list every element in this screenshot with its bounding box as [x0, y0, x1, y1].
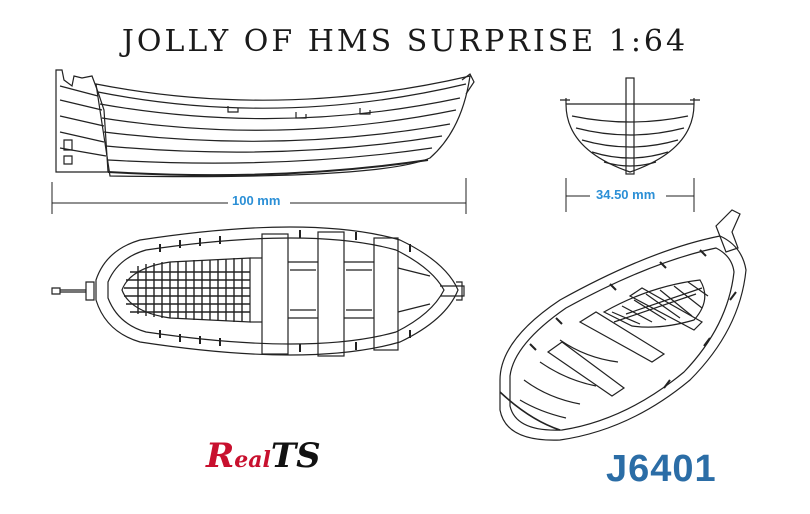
perspective-view [499, 209, 747, 441]
length-dimension-line [51, 178, 467, 214]
end-view [560, 77, 700, 175]
brand-logo: RealTS [206, 432, 346, 480]
product-code: J6401 [606, 448, 717, 490]
logo-letter-r: R [206, 436, 235, 476]
plan-grating [124, 258, 250, 322]
plan-thwarts [250, 231, 431, 357]
perspective-grating [611, 281, 709, 325]
logo-letters-eal: eal [234, 447, 271, 473]
plan-view [51, 226, 465, 356]
logo-letters-ts: TS [270, 436, 321, 476]
page-title: JOLLY OF HMS SURPRISE 1:64 [121, 24, 689, 59]
plan-frames [159, 230, 411, 352]
beam-dimension-label: 34.50 mm [596, 187, 656, 202]
beam-dimension-line [565, 178, 695, 212]
perspective-frames [529, 249, 737, 389]
length-dimension-label: 100 mm [232, 193, 281, 208]
side-view [55, 69, 475, 178]
